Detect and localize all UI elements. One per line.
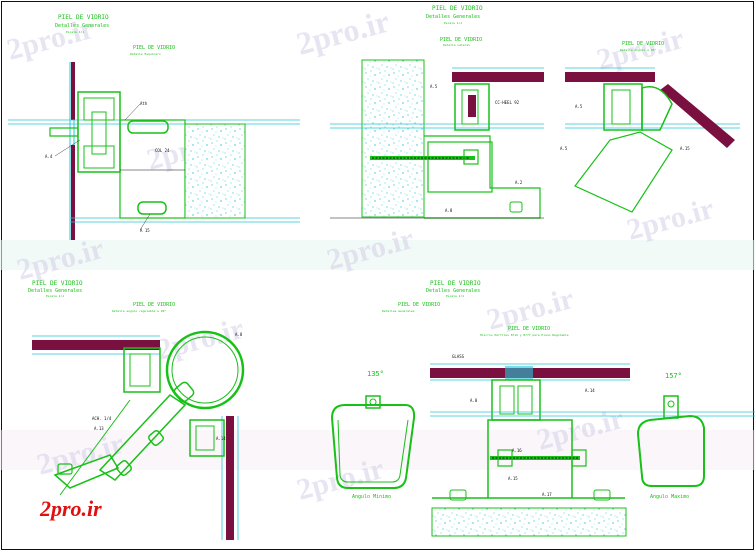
detail-title: PIEL DE VIDRIO [133, 302, 175, 308]
detail-subtitle: Detalle Esquinero [130, 52, 161, 56]
angle-max-caption: Angulo Maximo [650, 494, 689, 500]
panel-subtitle: Detalles Generales [28, 288, 82, 294]
detail-subtitle: Detalle Lateral [443, 43, 470, 47]
detail-title: PIEL DE VIDRIO [622, 41, 664, 47]
detail-title: PIEL DE VIDRIO [133, 45, 175, 51]
angle-min-profile: 135° Angulo Minimo [330, 370, 416, 500]
callout-label: A.14 [585, 388, 595, 393]
callout-label: A.5 [560, 146, 568, 151]
callout-label: Ath [140, 101, 148, 106]
angle-max-profile: 157° Angulo Maximo [636, 372, 705, 500]
callout-label: COL 24 [155, 148, 170, 153]
panel-title: PIEL DE VIDRIO [32, 280, 83, 287]
panel-title: PIEL DE VIDRIO [58, 14, 109, 21]
detail-panel-3: PIEL DE VIDRIO Detalle Angulo a 45° A.5 … [560, 41, 740, 213]
callout-label: A.15 [508, 476, 518, 481]
detail-subtitle: Hierros Perfiles 8716 y 8777 para Piano … [480, 333, 569, 337]
callout-label: ACH. 1/4 [92, 416, 112, 421]
panel-title: PIEL DE VIDRIO [432, 5, 483, 12]
panel-subtitle: Detalles Generales [426, 14, 480, 20]
angle-min-caption: Angulo Minimo [352, 494, 391, 500]
detail-panel-2: PIEL DE VIDRIO Detalles Generales Escala… [330, 5, 544, 219]
callout-label: CC-HEEL 92 [495, 100, 520, 105]
callout-label: GLASS [452, 354, 465, 359]
detail-panel-4: PIEL DE VIDRIO Detalles Generales Escala… [28, 280, 245, 540]
callout-label: A.8 [445, 208, 453, 213]
callout-label: A.8 [235, 332, 243, 337]
panel-scale: Escala 1/1 [444, 21, 462, 25]
watermark: 2pro.ir [623, 192, 717, 247]
panel-subtitle: Detalles Generales [55, 23, 109, 29]
detail-panel-1: PIEL DE VIDRIO Detalles Generales Escala… [8, 14, 300, 240]
detail-title: PIEL DE VIDRIO [440, 37, 482, 43]
detail-subtitle: Detalle angulo regulable a 90° [112, 309, 166, 313]
angle-max-value: 157° [665, 372, 682, 380]
callout-label: A.15 [680, 146, 690, 151]
callout-label: A.5 [575, 104, 583, 109]
callout-label: A.13 [94, 426, 104, 431]
site-logo: 2pro.ir [40, 496, 102, 521]
panel-scale: Escala 1/1 [46, 294, 64, 298]
callout-label: A.17 [542, 492, 552, 497]
detail-title: PIEL DE VIDRIO [508, 326, 550, 332]
callout-label: A.14 [216, 436, 226, 441]
callout-label: A.2 [515, 180, 523, 185]
detail-title: PIEL DE VIDRIO [398, 302, 440, 308]
panel-title: PIEL DE VIDRIO [430, 280, 481, 287]
panel-scale: Escala 1/1 [446, 294, 464, 298]
callout-label: A.16 [512, 448, 522, 453]
callout-label: A.5 [430, 84, 438, 89]
watermark: 2pro.ir [153, 312, 247, 367]
detail-panel-5: PIEL DE VIDRIO Detalles Generales Escala… [382, 280, 755, 537]
detail-subtitle: Detalle Angulo a 45° [620, 48, 656, 52]
panel-scale: Escala 1/1 [66, 30, 84, 34]
callout-label: A 15 [140, 228, 150, 233]
callout-label: A.4 [45, 154, 53, 159]
detail-subtitle: Detalles Generales [382, 309, 415, 313]
panel-subtitle: Detalles Generales [426, 288, 480, 294]
angle-min-value: 135° [367, 370, 384, 378]
callout-label: A.8 [470, 398, 478, 403]
watermark: 2pro.ir [292, 3, 393, 62]
